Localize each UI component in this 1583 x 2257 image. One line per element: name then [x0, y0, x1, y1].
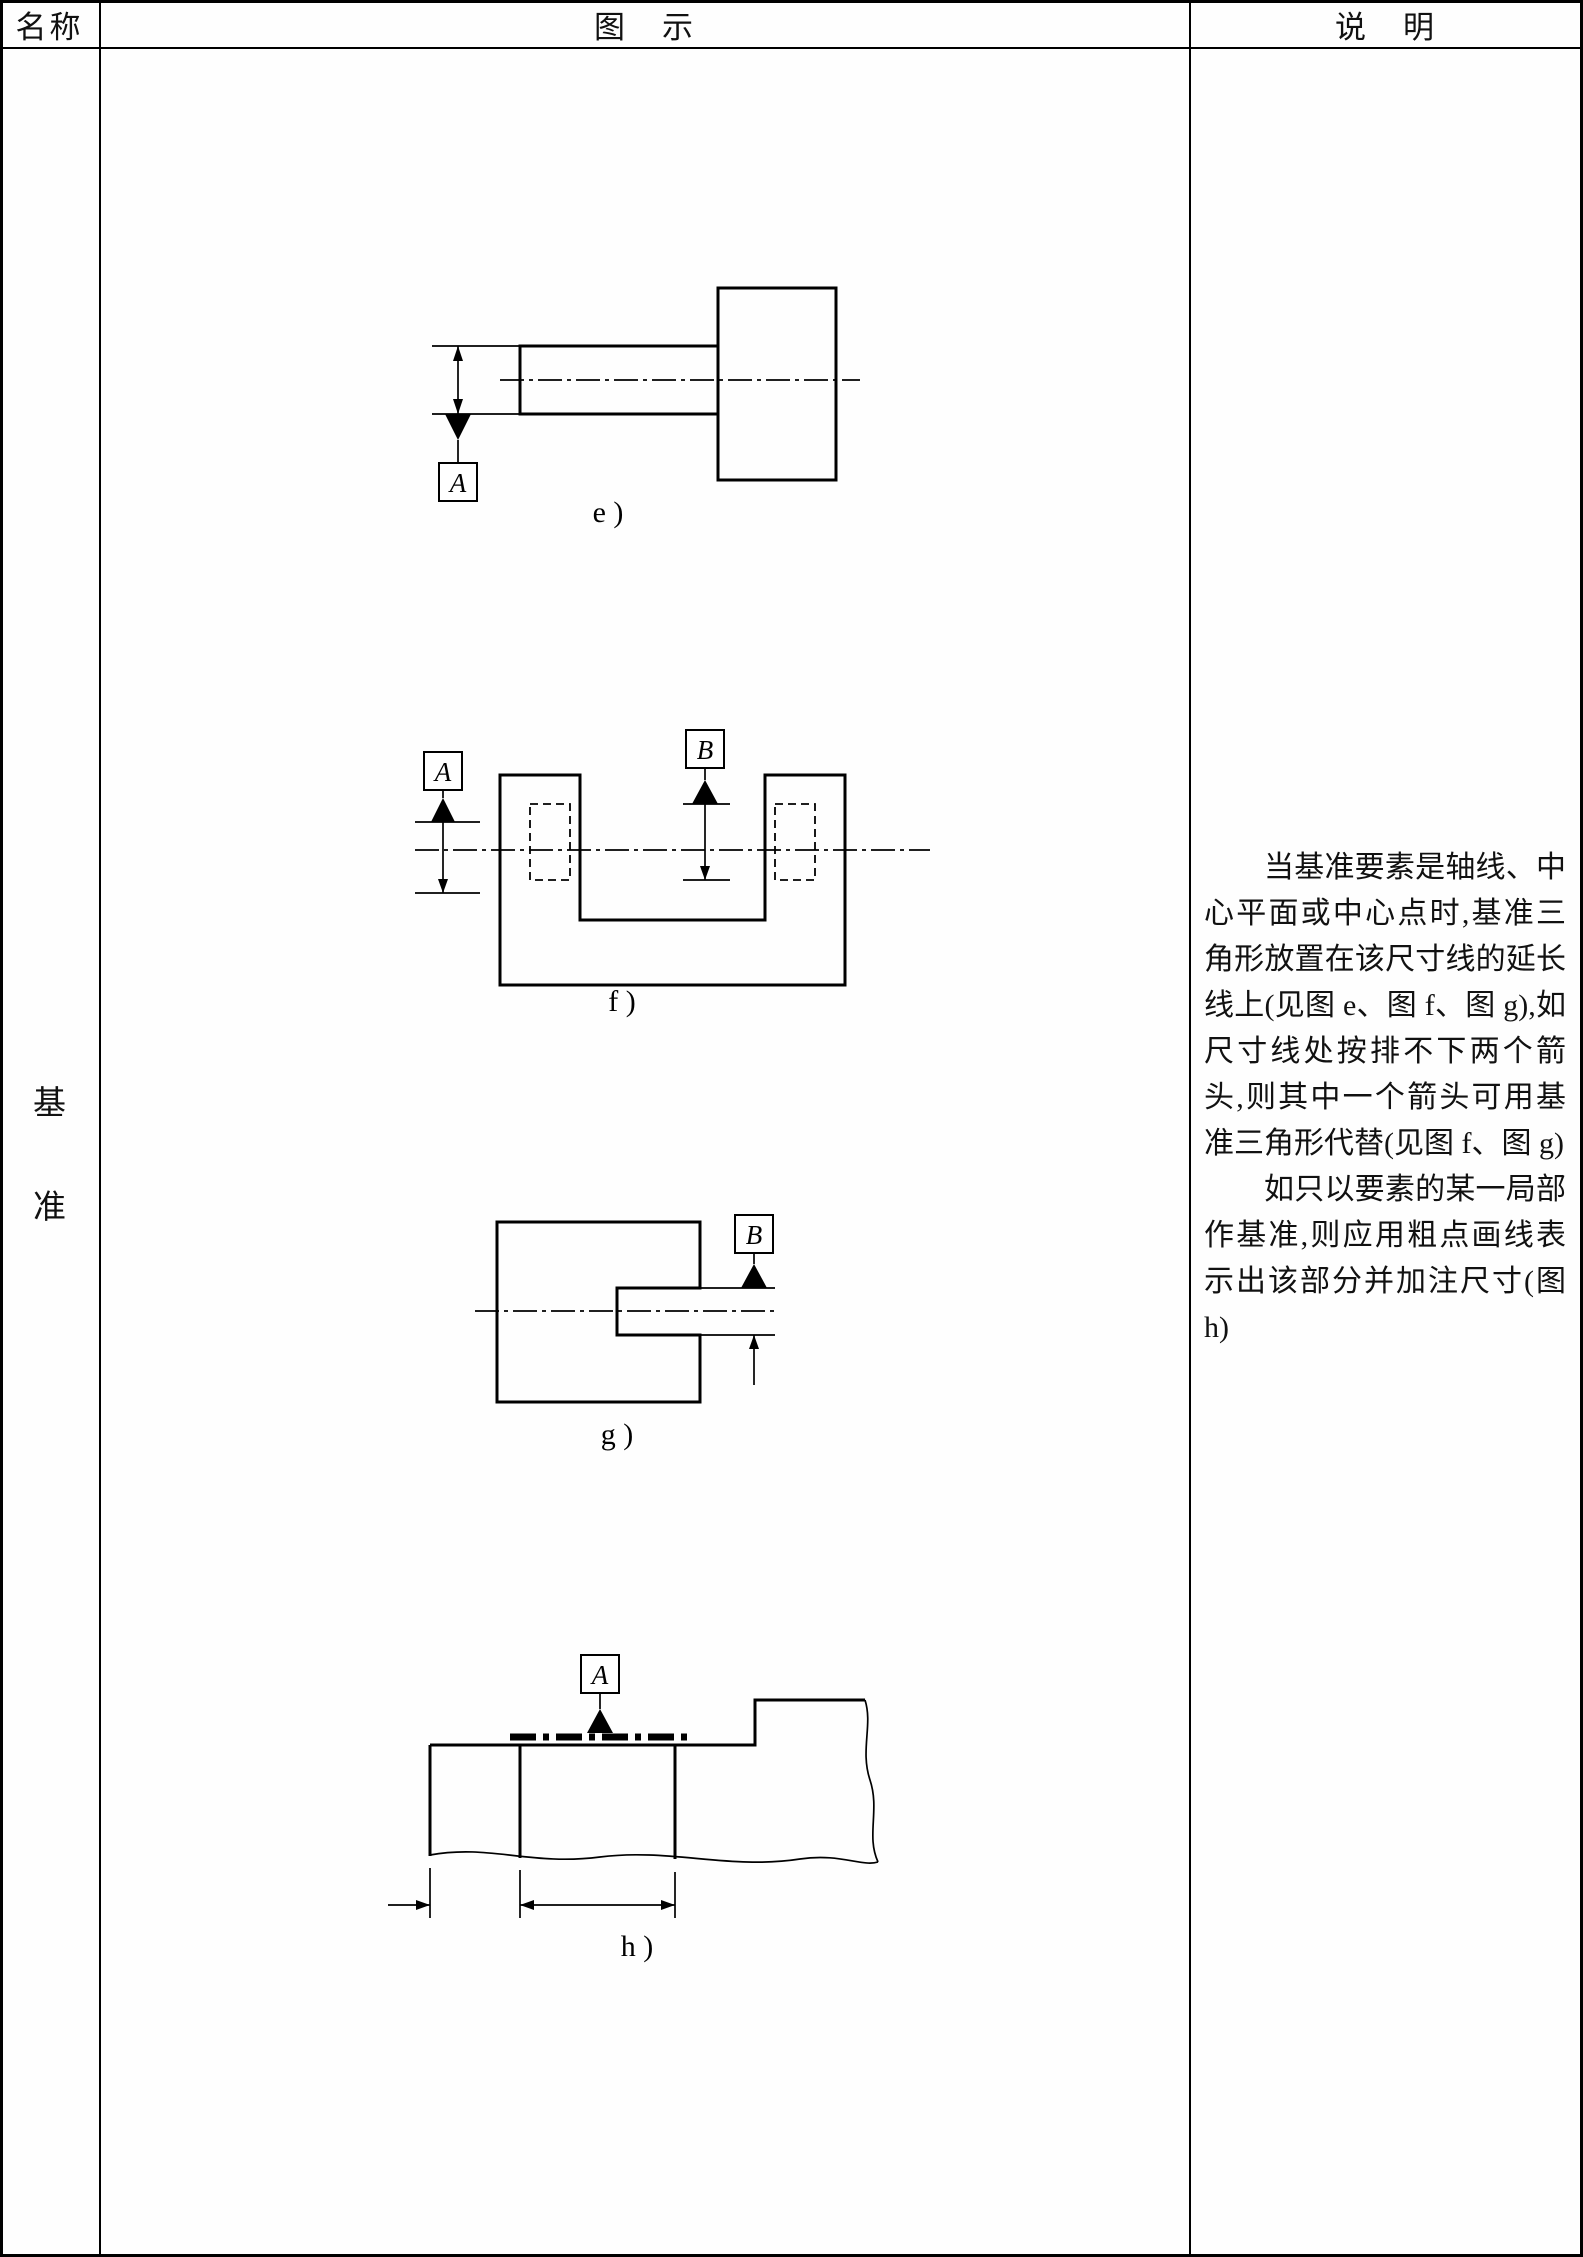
figure-f-drawing: A B f ): [415, 729, 930, 1018]
table-border-top: [0, 0, 1583, 3]
arrowhead-right: [661, 1900, 675, 1910]
datum-triangle-a: [587, 1709, 613, 1733]
datum-frame-b: [734, 1214, 774, 1254]
arrowhead-down: [700, 866, 710, 880]
arrowhead-up: [749, 1335, 759, 1349]
datum-letter-b: B: [697, 735, 714, 765]
explanation-paragraph-2: 如只以要素的某一局部作基准,则应用粗点画线表示出该部分并加注尺寸(图 h): [1204, 1173, 1566, 1344]
datum-letter-a: A: [433, 757, 452, 787]
hidden-hole-right: [774, 803, 816, 881]
row-label-datum: 基 准: [0, 49, 99, 2254]
row-label-char-1: 基: [33, 1085, 66, 1122]
datum-triangle-b: [741, 1264, 767, 1288]
hidden-hole-left: [529, 803, 571, 881]
column-separator-1: [99, 0, 101, 2257]
channel-outline: [498, 773, 847, 987]
figure-g-drawing: B g ): [475, 1214, 775, 1451]
table-border-bottom: [0, 2254, 1583, 2257]
arrowhead-up: [453, 346, 463, 361]
surface-outline: [430, 1698, 865, 1747]
datum-frame-a: [438, 462, 478, 502]
figure-f-caption: f ): [608, 985, 635, 1018]
datum-letter-b: B: [746, 1220, 763, 1250]
figure-e-drawing: A e ): [432, 286, 860, 529]
arrowhead-down: [453, 399, 463, 414]
break-line-right: [864, 1699, 879, 1863]
row-label-char-2: 准: [33, 1189, 66, 1226]
header-separator-line: [0, 47, 1583, 49]
block-outline: [495, 1220, 702, 1404]
datum-frame-b: [685, 729, 725, 769]
explanation-text: 当基准要素是轴线、中心平面或中心点时,基准三角形放置在该尺寸线的延长线上(见图 …: [1204, 845, 1566, 1351]
explanation-paragraph-1: 当基准要素是轴线、中心平面或中心点时,基准三角形放置在该尺寸线的延长线上(见图 …: [1204, 851, 1566, 1160]
datum-triangle-b: [692, 780, 718, 804]
datum-letter-a: A: [590, 1660, 609, 1690]
arrowhead-left: [520, 1900, 534, 1910]
header-name-column: 名称: [15, 10, 84, 45]
flange-outline: [716, 286, 838, 482]
figure-h-caption: h ): [621, 1930, 654, 1963]
header-illustration-column: 图 示: [594, 10, 696, 45]
figure-h-drawing: A h ): [388, 1654, 879, 1963]
datum-letter-a: A: [448, 468, 467, 498]
table-border-right: [1580, 0, 1583, 2257]
header-note-column: 说 明: [1335, 10, 1437, 45]
arrowhead-right: [416, 1900, 430, 1910]
break-line-bottom: [429, 1850, 879, 1864]
figure-g-caption: g ): [601, 1418, 634, 1451]
datum-triangle-a: [445, 414, 471, 440]
arrowhead-down: [438, 879, 448, 893]
figure-e-caption: e ): [593, 496, 624, 529]
column-separator-2: [1189, 0, 1191, 2257]
table-border-left: [0, 0, 3, 2257]
datum-triangle-a: [431, 798, 455, 822]
